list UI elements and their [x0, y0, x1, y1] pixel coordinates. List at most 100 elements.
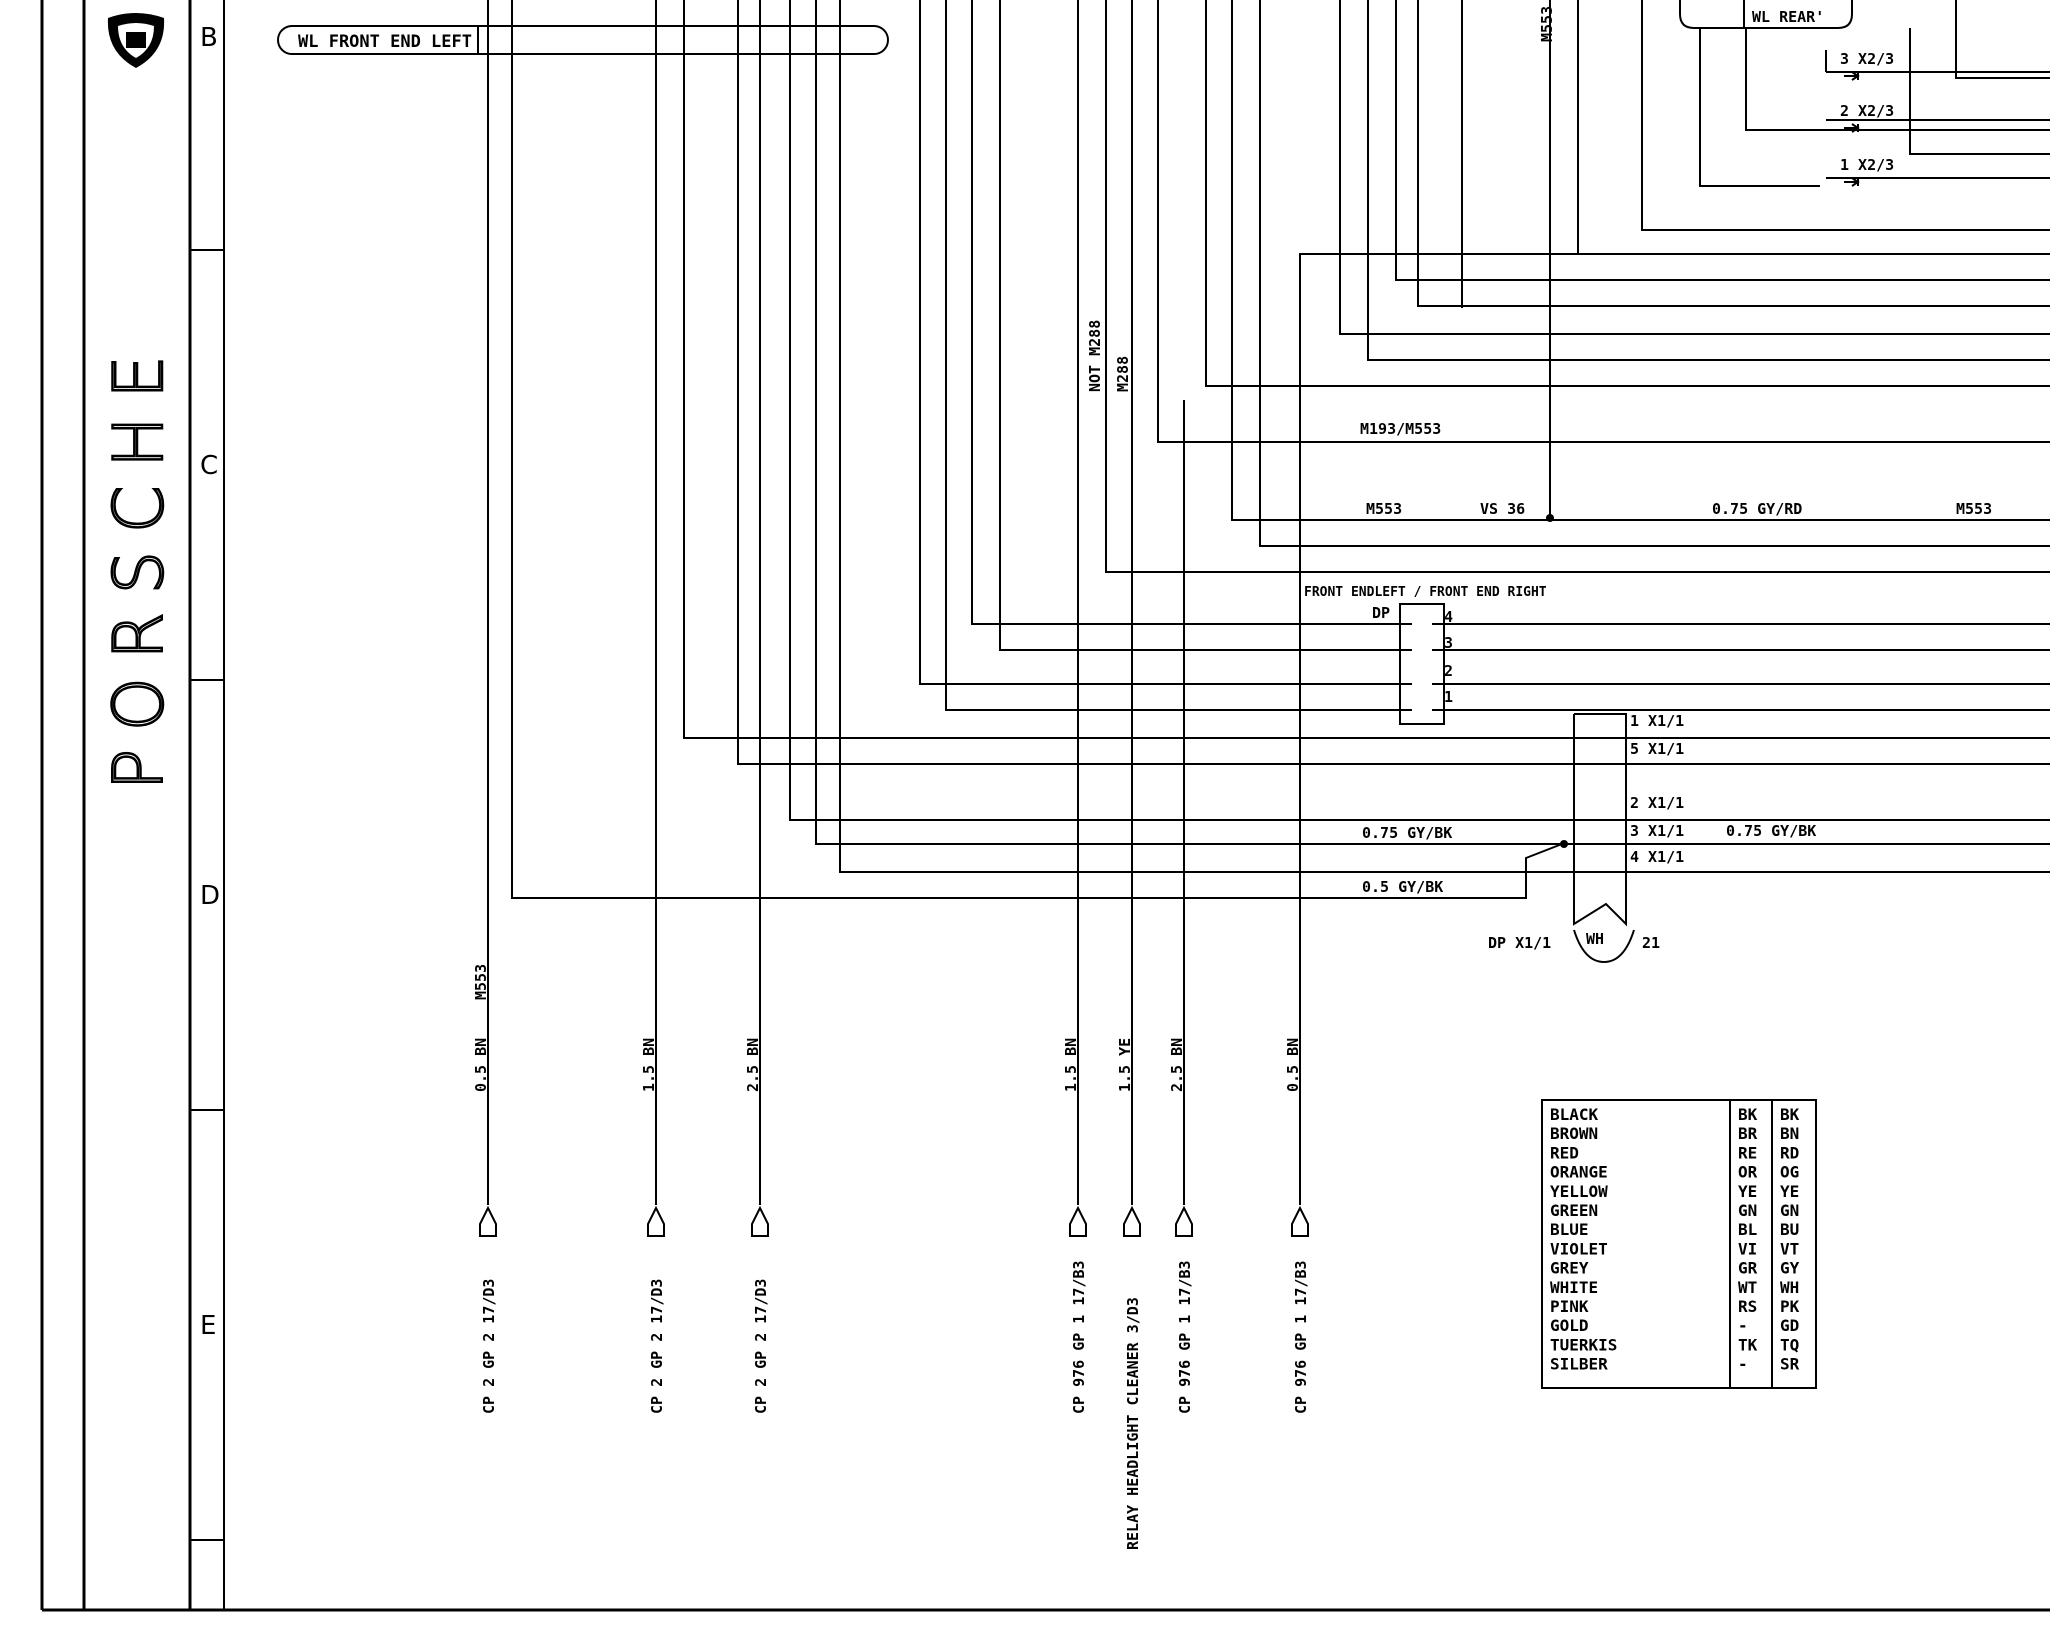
wire-terminal: 0.5 BN CP 2 GP 2 17/D3 — [472, 1038, 498, 1414]
legend-en: BK — [1780, 1105, 1800, 1124]
legend-de: YE — [1738, 1182, 1757, 1201]
wire-label-m553-left: M553 — [1366, 500, 1402, 518]
wire-size-label: 1.5 BN — [1062, 1038, 1080, 1092]
legend-de: VI — [1738, 1239, 1757, 1258]
legend-name: GOLD — [1550, 1316, 1589, 1335]
legend-name: BLACK — [1550, 1105, 1599, 1124]
wire-label-vs36: VS 36 — [1480, 500, 1525, 518]
x2-pin-3: 3 X2/3 — [1840, 50, 1894, 68]
wl-front-end-left-connector: WL FRONT END LEFT — [277, 25, 889, 55]
wire-label-gy-bk-left: 0.75 GY/BK — [1362, 824, 1452, 842]
legend-en: YE — [1780, 1182, 1799, 1201]
legend-name: VIOLET — [1550, 1239, 1608, 1258]
wire-label-gy-bk-right: 0.75 GY/BK — [1726, 822, 1816, 840]
wire-label-m288: M288 — [1114, 356, 1132, 392]
legend-en: OG — [1780, 1163, 1799, 1182]
wire-label-m553-vertical: M553 — [472, 964, 490, 1000]
wire-size-label: 0.5 BN — [472, 1038, 490, 1092]
legend-name: BROWN — [1550, 1124, 1598, 1143]
dp-connector: FRONT ENDLEFT / FRONT END RIGHT DP 4 3 2… — [1304, 585, 1547, 725]
wire-terminal: 0.5 BN CP 976 GP 1 17/B3 — [1284, 1038, 1310, 1414]
wire-label-m193-m553: M193/M553 — [1360, 420, 1441, 438]
wire-target-label: RELAY HEADLIGHT CLEANER 3/D3 — [1124, 1297, 1142, 1550]
zone-label-e: E — [200, 1311, 216, 1341]
wire-label-gy-rd: 0.75 GY/RD — [1712, 500, 1802, 518]
x1-connector-name: DP X1/1 — [1488, 934, 1551, 952]
legend-name: GREEN — [1550, 1201, 1598, 1220]
harness-wires — [487, 0, 2050, 1205]
legend-name: WHITE — [1550, 1278, 1598, 1297]
brand-wordmark: PORSCHE — [100, 337, 179, 790]
wire-target-label: CP 976 GP 1 17/B3 — [1176, 1260, 1194, 1414]
legend-de: OR — [1738, 1163, 1758, 1182]
dp-pin-3: 3 — [1444, 634, 1453, 652]
wire-target-label: CP 2 GP 2 17/D3 — [480, 1279, 498, 1414]
wire-terminal: 2.5 BN CP 976 GP 1 17/B3 — [1168, 1038, 1194, 1414]
x1-connector-number: 21 — [1642, 934, 1660, 952]
zone-label-c: C — [200, 451, 218, 481]
legend-name: GREY — [1550, 1259, 1589, 1278]
wl-rear-label: WL REAR' — [1752, 8, 1824, 26]
dp-pin-4: 4 — [1444, 608, 1453, 626]
wire-terminal: 1.5 YE RELAY HEADLIGHT CLEANER 3/D3 — [1116, 1038, 1142, 1550]
legend-de: WT — [1738, 1278, 1757, 1297]
x1-connector: 1 X1/1 5 X1/1 2 X1/1 3 X1/1 4 X1/1 DP X1… — [1488, 712, 1684, 964]
zone-label-d: D — [200, 881, 220, 911]
wl-rear-connector: WL REAR' — [1679, 0, 1853, 29]
legend-de: TK — [1738, 1335, 1758, 1354]
legend-en: VT — [1780, 1239, 1799, 1258]
legend-de: - — [1738, 1316, 1748, 1335]
wire-target-label: CP 976 GP 1 17/B3 — [1292, 1260, 1310, 1414]
legend-en: SR — [1780, 1355, 1800, 1374]
zone-label-b: B — [200, 23, 218, 53]
legend-de: GR — [1738, 1259, 1758, 1278]
legend-en: PK — [1780, 1297, 1800, 1316]
legend-en: GN — [1780, 1201, 1799, 1220]
wire-size-label: 1.5 BN — [640, 1038, 658, 1092]
porsche-crest-icon — [107, 13, 165, 68]
wire-label-m553-top: M553 — [1538, 6, 1556, 42]
legend-en: GD — [1780, 1316, 1799, 1335]
legend-en: WH — [1780, 1278, 1799, 1297]
legend-name: RED — [1550, 1143, 1579, 1162]
legend-name: BLUE — [1550, 1220, 1589, 1239]
legend-de: RS — [1738, 1297, 1757, 1316]
legend-de: BL — [1738, 1220, 1757, 1239]
legend-name: YELLOW — [1550, 1182, 1608, 1201]
wire-size-label: 2.5 BN — [744, 1038, 762, 1092]
legend-de: RE — [1738, 1143, 1757, 1162]
wire-size-label: 1.5 YE — [1116, 1038, 1134, 1092]
x2-pin-1: 1 X2/3 — [1840, 156, 1894, 174]
legend-name: ORANGE — [1550, 1163, 1608, 1182]
x1-pin-3: 3 X1/1 — [1630, 822, 1684, 840]
wire-size-label: 2.5 BN — [1168, 1038, 1186, 1092]
dp-pin-2: 2 — [1444, 662, 1453, 680]
legend-name: PINK — [1550, 1297, 1589, 1316]
legend-name: TUERKIS — [1550, 1335, 1617, 1354]
x2-pin-2: 2 X2/3 — [1840, 102, 1894, 120]
wire-label-m553-right: M553 — [1956, 500, 1992, 518]
legend-de: GN — [1738, 1201, 1757, 1220]
dp-pin-1: 1 — [1444, 688, 1453, 706]
wl-front-end-left-label: WL FRONT END LEFT — [298, 32, 472, 52]
legend-en: GY — [1780, 1259, 1800, 1278]
wire-size-label: 0.5 BN — [1284, 1038, 1302, 1092]
wire-target-label: CP 976 GP 1 17/B3 — [1070, 1260, 1088, 1414]
x1-pin-4: 4 X1/1 — [1630, 848, 1684, 866]
legend-en: TQ — [1780, 1335, 1799, 1354]
wire-terminal: 1.5 BN CP 976 GP 1 17/B3 — [1062, 1038, 1088, 1414]
wl-rear-module — [1641, 0, 2050, 231]
legend-en: RD — [1780, 1143, 1799, 1162]
x1-pin-1: 1 X1/1 — [1630, 712, 1684, 730]
wire-target-label: CP 2 GP 2 17/D3 — [752, 1279, 770, 1414]
wire-terminal: 2.5 BN CP 2 GP 2 17/D3 — [744, 1038, 770, 1414]
dp-connector-title: FRONT ENDLEFT / FRONT END RIGHT — [1304, 585, 1547, 600]
dp-connector-name: DP — [1372, 604, 1390, 622]
x2-pin-list: 3 X2/3 2 X2/3 1 X2/3 — [1840, 50, 1894, 187]
wire-label-not-m288: NOT M288 — [1086, 320, 1104, 392]
wire-label-gy-bk-05: 0.5 GY/BK — [1362, 878, 1443, 896]
